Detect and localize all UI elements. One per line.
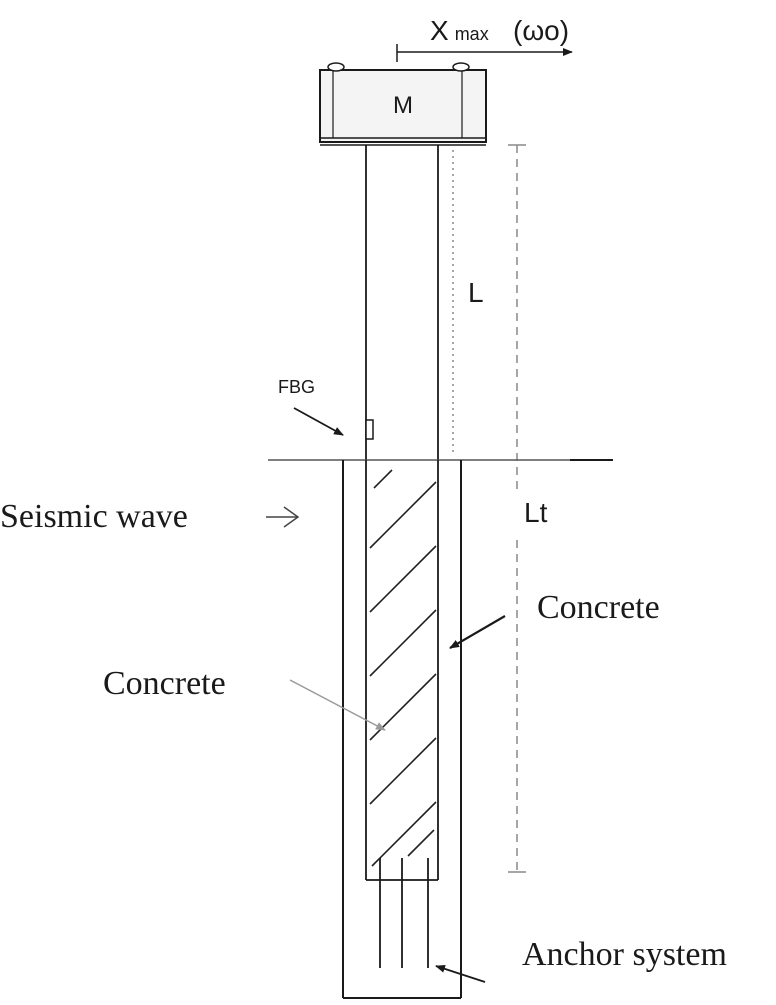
seismic-wave-label: Seismic wave (0, 498, 188, 535)
mass-block (319, 62, 487, 146)
foundation-shaft (342, 460, 462, 999)
concrete-left-label: Concrete (103, 665, 226, 702)
length-label: L (468, 277, 484, 308)
concrete-hatching (369, 469, 437, 867)
fbg-label: FBG (278, 377, 315, 397)
total-length-label: Lt (524, 497, 548, 528)
bolt-left-icon (327, 62, 345, 72)
mass-label: M (393, 92, 413, 119)
anchor-rods (379, 858, 429, 968)
anchor-system-arrow (435, 964, 486, 983)
anchor-system-label: Anchor system (522, 936, 727, 973)
bolt-right-icon (452, 62, 470, 72)
total-length-dim (508, 144, 526, 873)
omega-label: (ωo) (513, 15, 569, 46)
concrete-right-arrow (449, 615, 506, 649)
seismic-wave-arrow (266, 506, 300, 528)
column (365, 145, 439, 460)
x-max-arrow (396, 44, 573, 62)
concrete-left-arrow (289, 679, 386, 731)
concrete-right-label: Concrete (537, 589, 660, 626)
fbg-sensor (365, 419, 374, 440)
fbg-pointer-arrow (293, 407, 344, 436)
